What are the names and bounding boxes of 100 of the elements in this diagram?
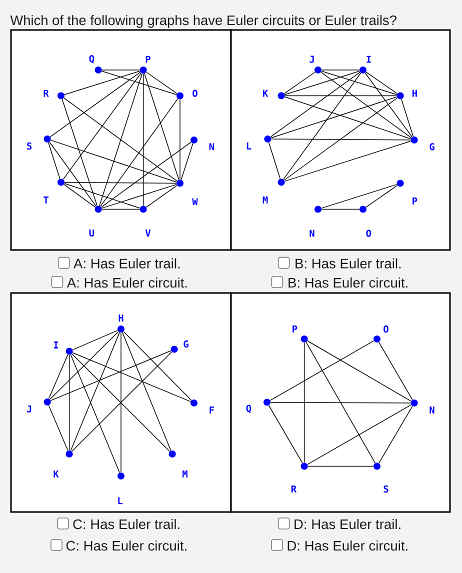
option-label: B: Has Euler trail. — [296, 258, 401, 268]
graph-edge — [283, 72, 362, 180]
vertex-label: N — [209, 143, 214, 150]
graph-edge — [70, 354, 120, 473]
vertex-label: N — [310, 230, 314, 237]
graph-edge — [72, 352, 191, 402]
graph-panel — [10, 292, 232, 513]
graph-edge — [64, 98, 178, 182]
vertex-label: H — [118, 314, 124, 322]
vertex-label: S — [384, 485, 388, 493]
graph-edge — [50, 72, 141, 138]
graph-edge — [304, 342, 305, 463]
vertex-label: M — [182, 470, 188, 478]
graph-edge — [308, 466, 374, 467]
option-label: B: Has Euler circuit. — [288, 278, 408, 288]
vertex-label: O — [192, 90, 198, 97]
graph-edge — [72, 330, 118, 350]
graph-edge — [366, 185, 398, 208]
graph-edge — [68, 354, 70, 451]
question-text: Which of the following graphs have Euler circuits or Euler trails? — [10, 15, 396, 28]
graph-edge — [284, 140, 412, 182]
graph-edge — [284, 95, 397, 96]
vertex-label: T — [44, 196, 48, 204]
graph-edge — [142, 73, 144, 206]
vertex-label: P — [412, 198, 418, 204]
graph-edge — [62, 72, 142, 180]
option-label: D: Has Euler trail. — [294, 519, 400, 530]
graph-edge — [48, 405, 68, 451]
graph-edge — [48, 354, 68, 399]
graph-edge — [270, 402, 411, 404]
graph-edge — [270, 96, 398, 138]
graph-edge — [401, 98, 414, 137]
vertex-label: J — [26, 405, 32, 413]
graph-edge — [378, 342, 413, 400]
graph-edge — [100, 98, 178, 207]
vertex-label: G — [430, 143, 434, 150]
vertex-label: W — [192, 198, 198, 206]
graph-edge — [146, 72, 178, 94]
vertex-label: S — [27, 142, 32, 150]
graph-edge — [320, 72, 412, 138]
vertex-label: P — [146, 56, 150, 63]
vertex-label: O — [384, 325, 388, 333]
graph-edge — [284, 98, 398, 180]
vertex-label: V — [145, 230, 151, 236]
vertex-label: I — [54, 342, 58, 348]
option-label: C: Has Euler trail. — [73, 519, 180, 530]
graph-edge — [50, 350, 172, 401]
graph-edge — [99, 73, 143, 206]
vertex-label: Q — [89, 55, 94, 64]
graph-edge — [321, 208, 360, 210]
graph-edge — [364, 72, 412, 138]
graph-edge — [180, 143, 194, 180]
vertex-label: O — [366, 230, 372, 237]
graph-edge — [271, 138, 411, 140]
graph-edge — [307, 404, 412, 465]
graph-edge — [64, 182, 177, 184]
graph-edge — [70, 332, 120, 451]
vertex-label: K — [54, 470, 59, 478]
graph-edge — [50, 331, 119, 400]
vertex-label: N — [430, 406, 434, 414]
graph-panel — [10, 29, 232, 251]
graph-edge — [146, 185, 178, 208]
option-label: D: Has Euler circuit. — [288, 540, 408, 551]
graph-edge — [270, 72, 360, 138]
graph-edge — [49, 142, 96, 207]
graph-edge — [120, 332, 122, 473]
graph-edge — [321, 184, 398, 209]
graph-edge — [50, 140, 177, 182]
graph-edge — [270, 340, 374, 401]
vertex-label: F — [210, 406, 214, 414]
graph-edge — [64, 70, 140, 95]
vertex-label: P — [292, 326, 298, 332]
graph-edge — [268, 142, 281, 180]
option-label: A: Has Euler circuit. — [66, 278, 187, 288]
vertex-label: M — [262, 196, 268, 204]
graph-edge — [268, 405, 303, 464]
vertex-label: L — [118, 497, 122, 504]
option-label: A: Has Euler trail. — [74, 258, 180, 268]
graph-edge — [62, 98, 98, 206]
graph-edge — [48, 142, 60, 180]
graph-edge — [101, 70, 177, 95]
graph-edge — [122, 332, 172, 451]
graph-edge — [378, 406, 413, 464]
vertex-label: U — [89, 229, 94, 237]
graph-edge — [100, 142, 192, 208]
vertex-label: R — [291, 486, 297, 492]
graph-edge — [366, 72, 398, 94]
vertex-label: I — [366, 56, 371, 63]
graph-edge — [284, 72, 316, 94]
vertex-label: G — [184, 340, 188, 348]
graph-edge — [307, 340, 412, 402]
vertex-label: K — [262, 90, 268, 97]
graph-edge — [123, 331, 192, 401]
vertex-label: H — [412, 90, 417, 97]
vertex-label: L — [246, 142, 252, 150]
graph-edge — [102, 208, 140, 210]
graph-panel — [230, 29, 451, 251]
option-label: C: Has Euler circuit. — [66, 540, 186, 551]
vertex-label: R — [44, 90, 49, 97]
graph-edge — [306, 342, 376, 464]
